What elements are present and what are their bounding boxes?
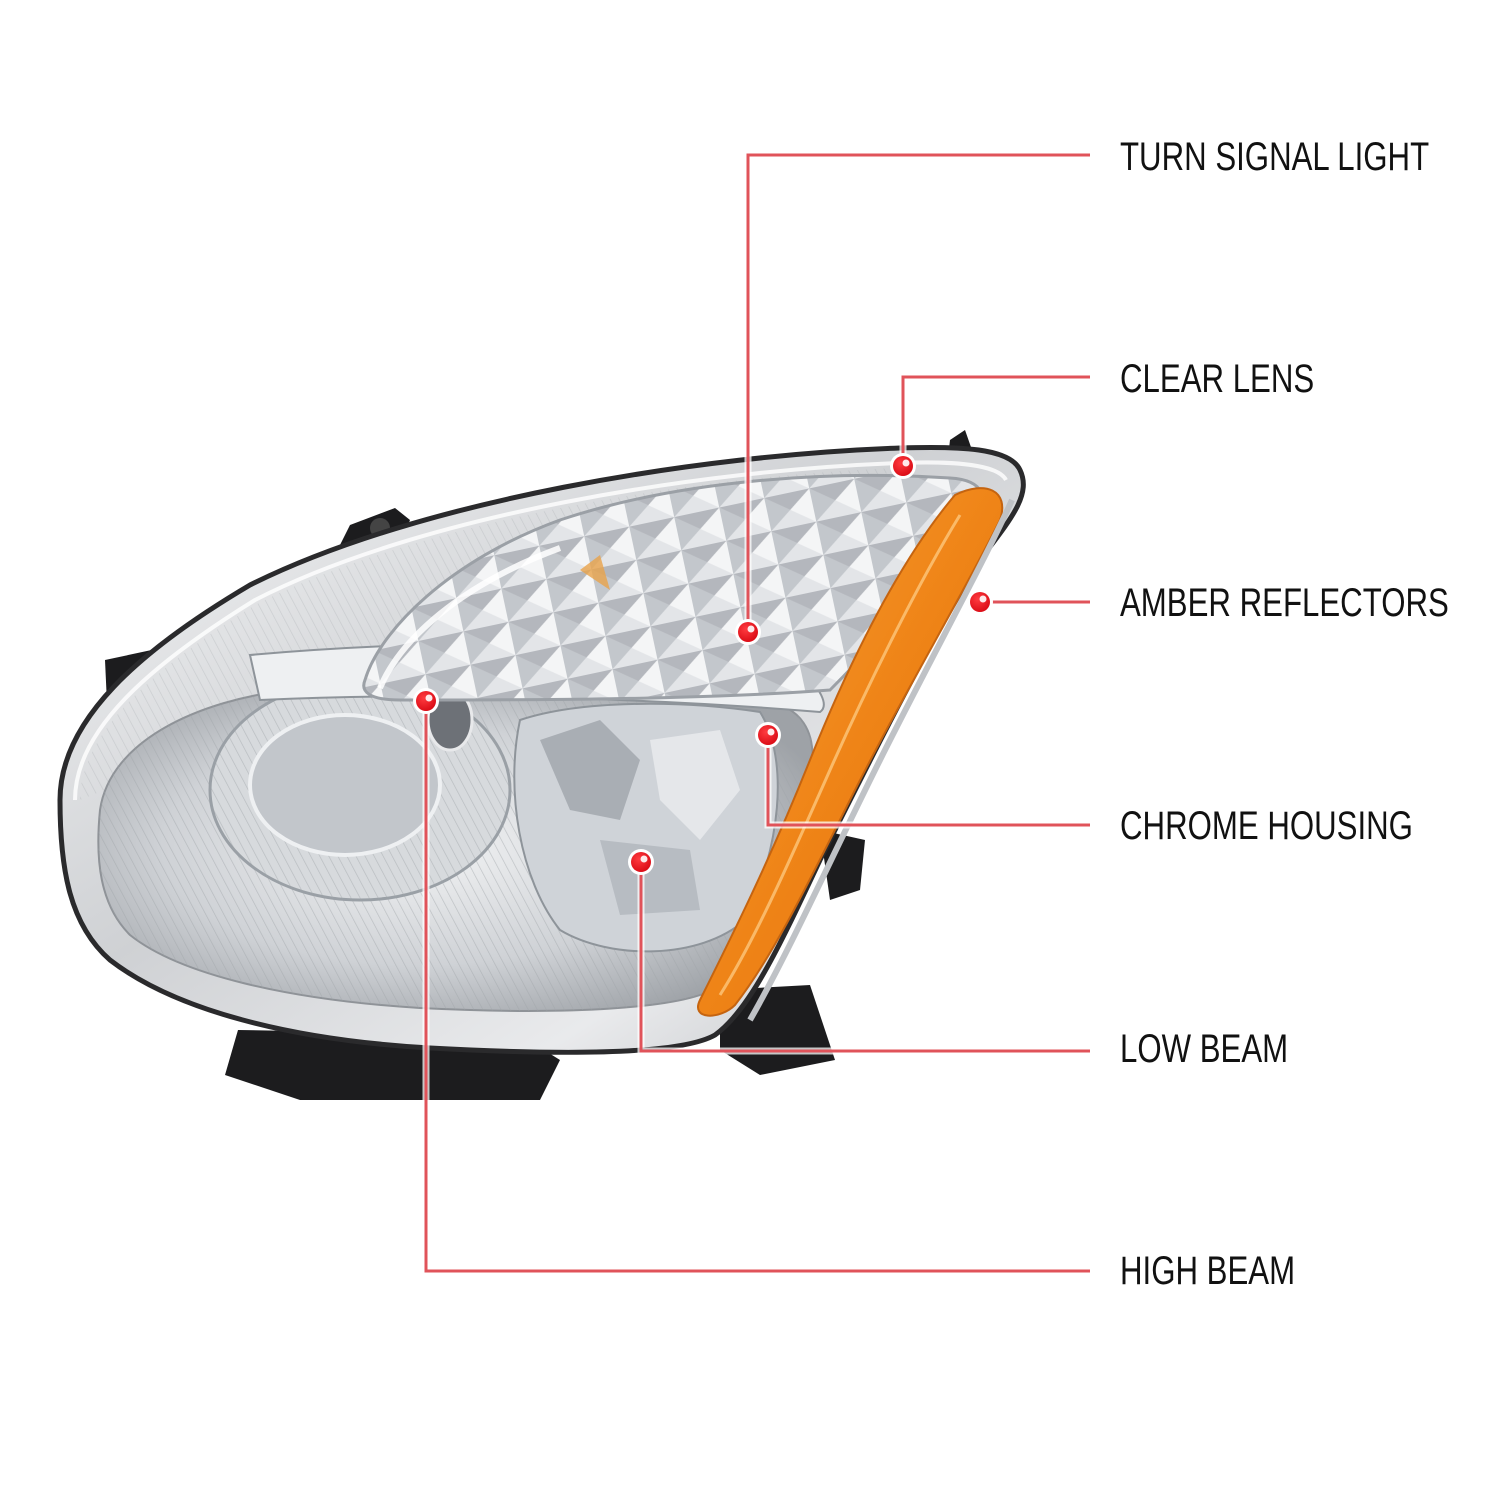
label-chrome-housing: CHROME HOUSING (1120, 804, 1413, 848)
callout-turn-signal-light (735, 151, 1090, 645)
callout-line (424, 701, 1090, 1273)
callout-layer (413, 151, 1090, 1275)
label-low-beam: LOW BEAM (1120, 1027, 1289, 1071)
callout-dot-icon (893, 456, 913, 476)
callout-amber-reflectors (967, 589, 1090, 615)
label-high-beam: HIGH BEAM (1120, 1249, 1296, 1293)
label-turn-signal-light: TURN SIGNAL LIGHT (1120, 135, 1430, 179)
label-amber-reflectors: AMBER REFLECTORS (1120, 581, 1449, 625)
callout-high-beam (413, 688, 1090, 1275)
callout-dot-icon (758, 725, 778, 745)
callout-chrome-housing (755, 722, 1090, 829)
callout-line (766, 735, 1090, 827)
callout-dot-icon (970, 592, 990, 612)
callout-line (639, 862, 1090, 1053)
callout-line (746, 153, 1090, 632)
callout-dot-icon (738, 622, 758, 642)
callout-dot-icon (631, 852, 651, 872)
amber-reflector-strip (697, 487, 1004, 1017)
callout-dot-icon (416, 691, 436, 711)
callout-line (901, 375, 1090, 466)
callout-clear-lens (890, 373, 1090, 479)
callout-low-beam (628, 849, 1090, 1055)
label-clear-lens: CLEAR LENS (1120, 357, 1315, 401)
